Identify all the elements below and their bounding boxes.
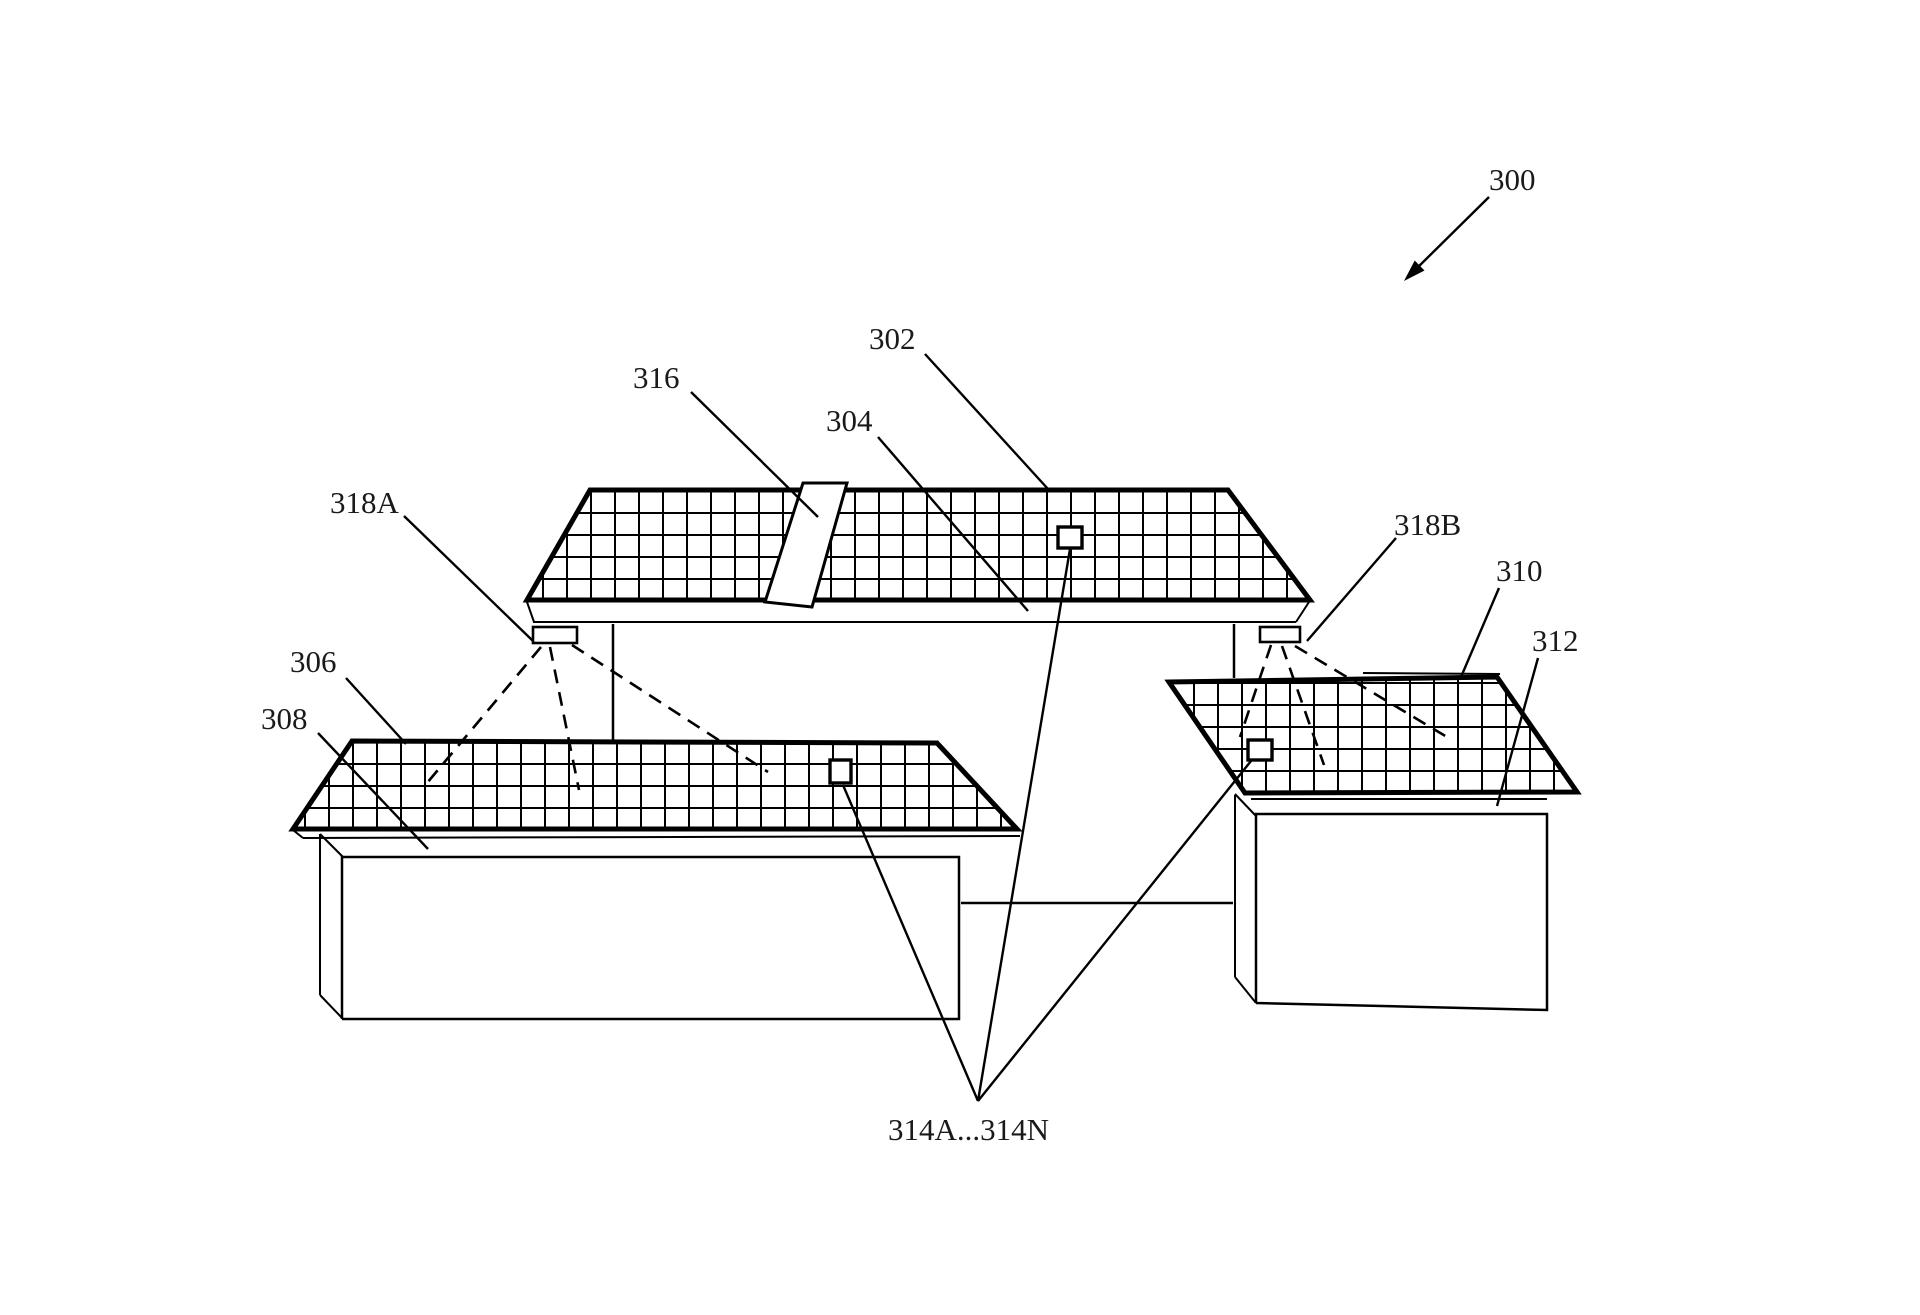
label-310: 310	[1496, 553, 1543, 588]
right-front-wall	[1254, 812, 1549, 1012]
left-roof-sensor	[828, 758, 853, 785]
right-sideface-bottom-edge	[1234, 976, 1257, 1004]
left-sideface-bottom-edge	[319, 994, 344, 1020]
label-314: 314A...314N	[888, 1112, 1049, 1147]
sensor-leader-lines	[841, 548, 1252, 1102]
eave-device-318b-box	[1258, 625, 1302, 644]
label-312-leader	[1495, 657, 1540, 807]
fov-318a-right	[571, 643, 769, 774]
fov-318a-middle	[548, 646, 581, 791]
label-316: 316	[633, 360, 680, 395]
right-roof-back-edge	[1362, 672, 1501, 675]
left-building	[288, 738, 1023, 1021]
label-304: 304	[826, 403, 873, 438]
label-306-leader	[345, 677, 407, 745]
fov-318a-left	[426, 646, 542, 784]
fov-318b-right	[1294, 644, 1453, 742]
label-300-arrow-line	[1411, 196, 1490, 274]
fov-318b-middle	[1280, 645, 1326, 766]
label-300-arrowhead	[1404, 260, 1425, 281]
label-308: 308	[261, 701, 308, 736]
reference-labels: 300 302 316 304 318A 318B 310 312 306 30…	[261, 162, 1579, 1147]
label-318a-leader	[403, 515, 534, 642]
main-roof-sensor	[1056, 525, 1084, 550]
label-308-leader	[317, 732, 429, 850]
fov-318b-left	[1238, 644, 1273, 738]
fov-lines-318a	[426, 643, 769, 791]
left-roof-hatch	[293, 741, 1017, 829]
label-300: 300	[1489, 162, 1536, 197]
leader-right-sensor	[977, 760, 1252, 1102]
label-302-leader	[924, 353, 1049, 490]
main-fascia-cap-left	[526, 601, 535, 623]
label-306: 306	[290, 644, 337, 679]
label-318b-leader	[1306, 537, 1397, 642]
left-sideface-top-edge	[319, 833, 344, 858]
leader-left-sensor	[841, 784, 980, 1102]
left-roof-outline	[288, 738, 1023, 832]
right-sideface-top-edge	[1234, 793, 1257, 817]
label-318b: 318B	[1394, 507, 1461, 542]
label-312: 312	[1532, 623, 1579, 658]
main-building	[522, 481, 1315, 905]
fov-lines-318b	[1238, 644, 1453, 766]
eave-device-318a-box	[531, 625, 579, 645]
leader-main-sensor	[976, 548, 1072, 1102]
main-fascia-cap-right	[1295, 601, 1310, 623]
label-302: 302	[869, 321, 916, 356]
left-fascia-cap	[292, 829, 304, 839]
label-316-leader	[690, 391, 819, 518]
main-roof-outline	[522, 487, 1315, 603]
left-fascia-line	[302, 835, 1021, 839]
right-roof-hatch	[1169, 677, 1577, 793]
main-roof-hatch	[527, 490, 1310, 600]
chimney	[763, 481, 849, 609]
left-front-wall	[340, 855, 961, 1021]
right-building	[1164, 672, 1582, 1012]
label-304-leader	[877, 436, 1029, 612]
right-roof-outline	[1164, 674, 1582, 796]
label-318a: 318A	[330, 485, 400, 520]
label-310-leader	[1459, 587, 1501, 678]
right-roof-sensor	[1246, 738, 1274, 762]
